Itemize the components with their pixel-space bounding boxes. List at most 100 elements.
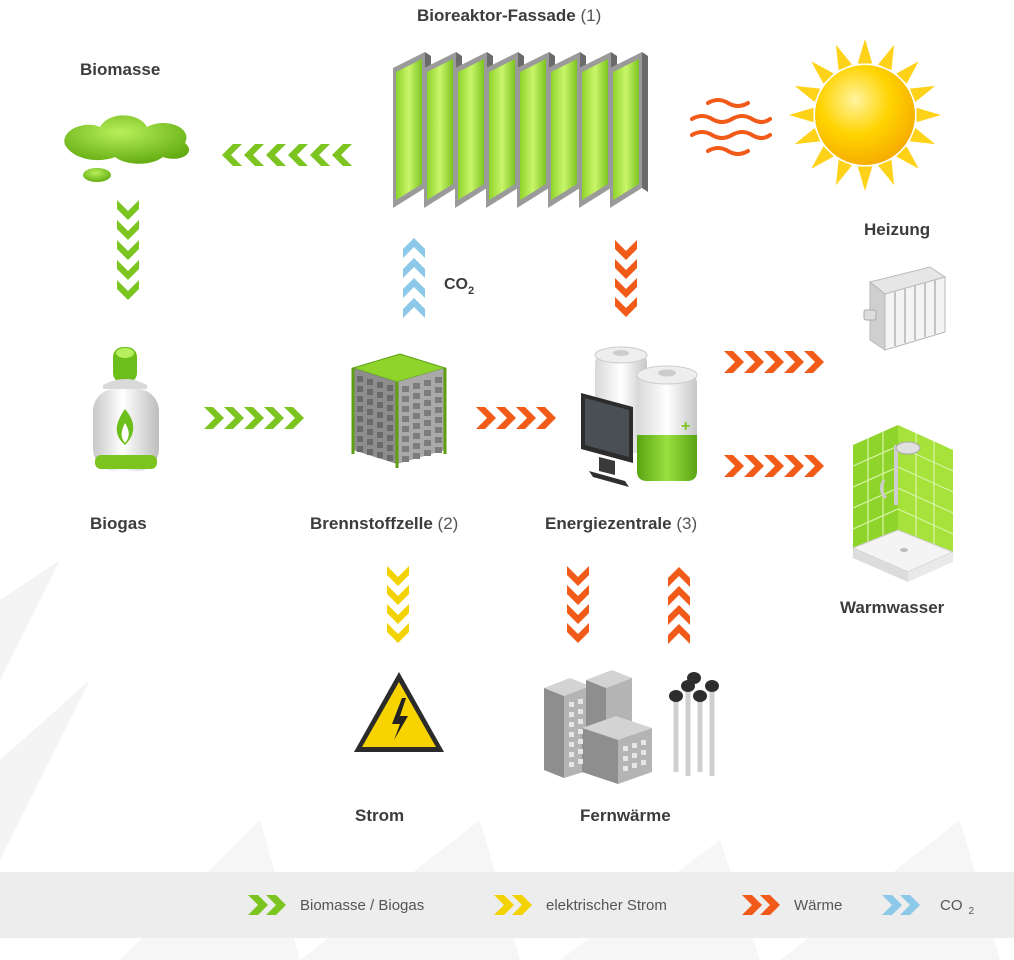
chevron-arrow [744,455,764,477]
chevron-arrow [567,623,589,643]
building-window [424,400,431,406]
chevron-arrow [387,585,409,605]
building-window [578,759,583,764]
chevron-arrow [476,407,496,429]
building-window [387,385,393,391]
high-voltage-icon [354,672,444,752]
building-window [387,435,393,441]
building-window [377,452,383,458]
building-window [569,752,574,757]
chevron-arrow [724,455,744,477]
chevron-arrow [668,605,690,625]
chevron-arrow [784,455,804,477]
chevron-arrow [804,351,824,373]
building-window [357,426,363,432]
building-window [623,756,628,761]
chevron-arrow [724,351,744,373]
building-window [357,406,363,412]
building-window [623,766,628,771]
building-window [377,402,383,408]
building-window [569,732,574,737]
sun-ray [878,159,895,186]
buildings-icon [544,670,652,784]
building-window [387,445,393,451]
chevron-arrow [403,298,425,318]
bioreactor-panel [548,52,586,208]
legend-label-co2-text: CO [940,896,963,914]
building-window [569,762,574,767]
heat-to-district-arrows [567,566,589,643]
chevron-arrow [496,407,516,429]
legend-label-heat: Wärme [794,896,843,914]
sun-icon [789,39,941,191]
building-window [357,436,363,442]
building-window [367,379,373,385]
building-window [377,422,383,428]
fuel-cell-icon [351,353,447,468]
chevron-arrow [764,455,784,477]
chevron-arrow [288,144,308,166]
heating-label: Heizung [864,220,931,239]
biomass-flow-arrows [222,144,352,166]
building-window [578,709,583,714]
chevron-arrow [387,604,409,624]
electricity-flow-arrows [387,566,409,643]
biomass-icon [64,115,190,182]
flow-arrows [117,144,824,644]
building-window [623,746,628,751]
building-window [435,427,442,433]
chevron-arrow [284,407,304,429]
pipes-icon [669,672,719,776]
co2-label: CO2 [444,276,474,297]
shower-icon [851,425,955,582]
radiator-icon [863,266,947,351]
building-window [424,390,431,396]
building-window [578,729,583,734]
chevron-arrow [567,585,589,605]
sun-ray [794,85,821,102]
building-window [402,436,409,442]
building-window [377,442,383,448]
chevron-arrow [117,200,139,220]
sun-ray [909,128,936,145]
sun-ray [835,159,852,186]
building-window [377,412,383,418]
chevron-arrow [117,220,139,240]
sun-ray [789,107,814,123]
building-window [377,382,383,388]
district-heating-label: Fernwärme [580,806,671,825]
sun-ray [857,39,873,64]
bioreactor-facade-number: (1) [580,6,602,25]
building-window [367,449,373,455]
building-window [578,719,583,724]
bioreactor-facade-label: Bioreaktor-Fassade (1) [417,6,601,26]
energy-center-icon: + [581,346,698,487]
chevron-arrow [403,258,425,278]
chevron-arrow [264,407,284,429]
chevron-arrow [403,238,425,258]
building-window [357,376,363,382]
sun-ray [878,44,895,71]
building-window [435,377,442,383]
building-window [578,739,583,744]
building-window [377,392,383,398]
chevron-arrow [804,455,824,477]
building-window [641,740,646,745]
building-window [402,446,409,452]
legend-orange-chevron-icon [742,895,780,915]
chevron-arrow [615,297,637,317]
legend-item-heat: Wärme [740,892,842,918]
sun-ray [909,85,936,102]
legend-label-biomass: Biomasse / Biogas [300,896,425,914]
building-window [435,437,442,443]
building-window [424,420,431,426]
chevron-arrow [222,144,242,166]
energy-to-heating-arrows [724,351,824,373]
chevron-arrow [668,624,690,644]
building-window [569,742,574,747]
building-window [632,743,637,748]
chevron-arrow [516,407,536,429]
building-window [435,387,442,393]
sun-ray [857,166,873,191]
chevron-arrow [764,351,784,373]
